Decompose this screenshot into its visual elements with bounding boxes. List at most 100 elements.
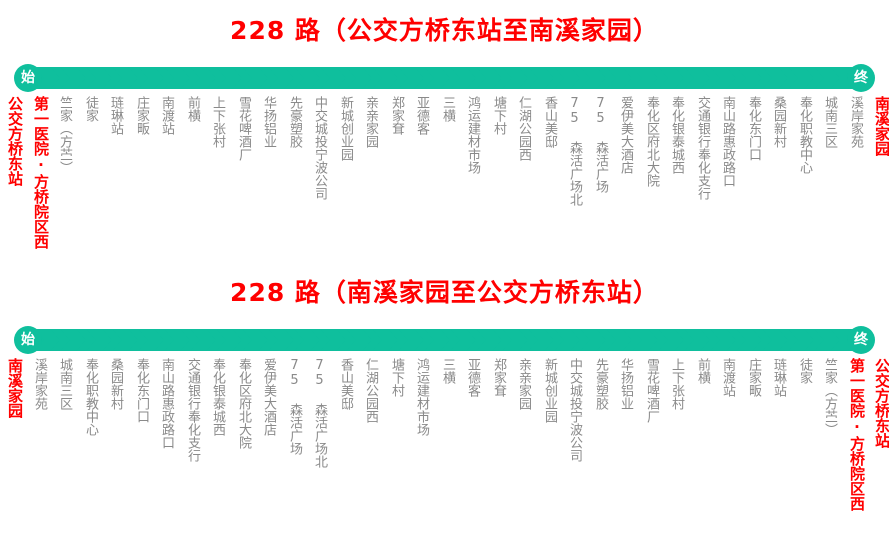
station-terminus: 公交方桥东站 <box>6 96 24 186</box>
route-direction-chevron <box>658 67 684 89</box>
route-panel-inbound: 228 路（南溪家园至公交方桥东站） 始 终 南溪家园溪岸家苑城南三区奉化职教中… <box>0 262 889 548</box>
station-label: 交通银行奉化支行 <box>695 96 710 200</box>
station-label: 三横 <box>440 358 455 384</box>
station-label: 塘下村 <box>491 96 506 135</box>
station-label: 爱伊美大酒店 <box>618 96 633 174</box>
station-label: 亲亲家园 <box>363 96 378 148</box>
station-label: 75 森活广场 <box>287 358 302 455</box>
station-list: 南溪家园溪岸家苑城南三区奉化职教中心桑园新村奉化东门口南山路惠政路口交通银行奉化… <box>0 358 889 548</box>
station-label: 中交城投宁波公司 <box>567 358 582 462</box>
route-direction-chevron <box>112 67 138 89</box>
route-direction-chevron <box>112 329 138 351</box>
station-label: 75 森活广场 <box>593 96 608 193</box>
station-label: 奉化东门口 <box>134 358 149 423</box>
station-label: 徒家 <box>797 358 812 384</box>
route-direction-chevron <box>788 329 814 351</box>
route-direction-chevron <box>164 329 190 351</box>
station-label: 华扬铝业 <box>261 96 276 148</box>
route-direction-chevron <box>424 67 450 89</box>
station-label: 南渡站 <box>720 358 735 397</box>
route-direction-chevron <box>346 329 372 351</box>
station-label: 竺家（方苎） <box>57 96 72 174</box>
route-direction-chevron <box>814 329 840 351</box>
route-direction-chevron <box>86 67 112 89</box>
route-direction-chevron <box>762 67 788 89</box>
station-label: 雪花啤酒厂 <box>236 96 251 161</box>
station-label: 新城创业园 <box>338 96 353 161</box>
route-direction-chevron <box>320 329 346 351</box>
route-direction-chevron <box>86 329 112 351</box>
station-label: 南山路惠政路口 <box>159 358 174 449</box>
station-label: 先豪塑胶 <box>287 96 302 148</box>
route-bar <box>34 329 855 351</box>
route-direction-chevron <box>762 329 788 351</box>
route-title: 228 路（公交方桥东站至南溪家园） <box>230 16 659 45</box>
station-label: 中交城投宁波公司 <box>312 96 327 200</box>
route-panel-outbound: 228 路（公交方桥东站至南溪家园） 始 终 公交方桥东站第一医院·方桥院区西竺… <box>0 16 889 286</box>
route-direction-chevron <box>684 67 710 89</box>
route-direction-chevron <box>528 67 554 89</box>
station-label: 仁湖公园西 <box>516 96 531 161</box>
station-label: 亚德客 <box>465 358 480 397</box>
route-direction-chevron <box>736 67 762 89</box>
route-direction-chevron <box>268 329 294 351</box>
route-direction-chevron <box>398 67 424 89</box>
station-label: 琏琳站 <box>108 96 123 135</box>
route-direction-chevron <box>424 329 450 351</box>
route-title: 228 路（南溪家园至公交方桥东站） <box>230 278 659 307</box>
route-direction-chevron <box>502 67 528 89</box>
station-label: 先豪塑胶 <box>593 358 608 410</box>
route-direction-chevron <box>580 67 606 89</box>
station-label: 南渡站 <box>159 96 174 135</box>
station-label: 75 森活广场北 <box>567 96 582 206</box>
route-direction-chevron <box>476 67 502 89</box>
station-label: 奉化职教中心 <box>797 96 812 174</box>
station-label: 雪花啤酒厂 <box>644 358 659 423</box>
station-label: 新城创业园 <box>542 358 557 423</box>
route-start-badge: 始 <box>14 64 42 92</box>
route-direction-chevron <box>710 67 736 89</box>
route-arrow-strip: 始 终 <box>0 64 889 94</box>
route-direction-chevron <box>450 329 476 351</box>
route-direction-chevron <box>554 329 580 351</box>
station-terminus: 公交方桥东站 <box>873 358 889 448</box>
route-direction-chevron <box>606 329 632 351</box>
station-label: 前横 <box>695 358 710 384</box>
station-label: 城南三区 <box>822 96 837 148</box>
station-label: 琏琳站 <box>771 358 786 397</box>
route-direction-chevron <box>164 67 190 89</box>
route-direction-chevron <box>190 67 216 89</box>
station-label: 郑家耷 <box>389 96 404 135</box>
station-terminus: 第一医院·方桥院区西 <box>848 358 866 511</box>
station-label: 华扬铝业 <box>618 358 633 410</box>
station-label: 亲亲家园 <box>516 358 531 410</box>
station-label: 奉化银泰城西 <box>669 96 684 174</box>
station-label: 塘下村 <box>389 358 404 397</box>
station-label: 庄家畈 <box>746 358 761 397</box>
route-direction-chevron <box>346 67 372 89</box>
station-label: 鸿运建材市场 <box>465 96 480 174</box>
station-label: 奉化区府北大院 <box>236 358 251 449</box>
route-direction-chevron <box>372 67 398 89</box>
route-direction-chevron <box>658 329 684 351</box>
route-direction-chevron <box>242 329 268 351</box>
route-direction-chevron <box>60 329 86 351</box>
station-list: 公交方桥东站第一医院·方桥院区西竺家（方苎）徒家琏琳站庄家畈南渡站前横上下张村雪… <box>0 96 889 286</box>
station-label: 香山美邸 <box>338 358 353 410</box>
station-label: 奉化东门口 <box>746 96 761 161</box>
station-label: 庄家畈 <box>134 96 149 135</box>
route-direction-chevron <box>788 67 814 89</box>
station-label: 奉化区府北大院 <box>644 96 659 187</box>
station-label: 交通银行奉化支行 <box>185 358 200 462</box>
route-direction-chevron <box>450 67 476 89</box>
route-direction-chevron <box>60 67 86 89</box>
route-direction-chevron <box>372 329 398 351</box>
route-direction-chevron <box>580 329 606 351</box>
route-direction-chevron <box>736 329 762 351</box>
station-label: 郑家耷 <box>491 358 506 397</box>
route-direction-chevron <box>710 329 736 351</box>
route-direction-chevron <box>216 329 242 351</box>
route-direction-chevron <box>216 67 242 89</box>
route-end-badge: 终 <box>847 326 875 354</box>
route-direction-chevron <box>190 329 216 351</box>
